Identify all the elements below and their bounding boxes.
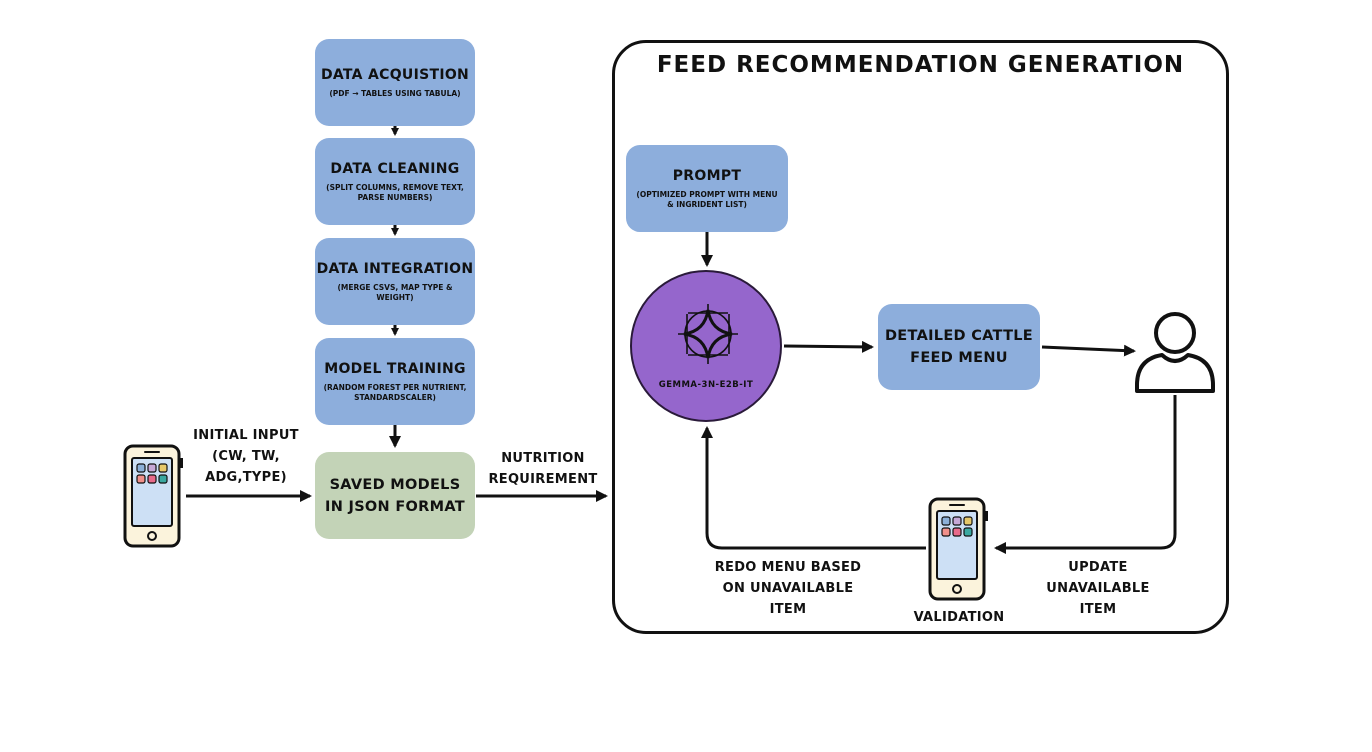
data-cleaning-box: DATA CLEANING (SPLIT COLUMNS, REMOVE TEX… bbox=[315, 138, 475, 225]
initial-input-line3: ADG,TYPE) bbox=[205, 470, 287, 485]
initial-input-line2: (CW, TW, bbox=[212, 449, 280, 464]
arrow-user-to-validation bbox=[994, 395, 1177, 554]
data-integration-box: DATA INTEGRATION (MERGE CSVS, MAP TYPE &… bbox=[315, 238, 475, 325]
saved-models-line1: SAVED MODELS bbox=[329, 476, 461, 493]
model-training-title: MODEL TRAINING bbox=[324, 361, 466, 377]
redo-menu-line3: ITEM bbox=[769, 602, 807, 617]
model-training-box: MODEL TRAINING (RANDOM FOREST PER NUTRIE… bbox=[315, 338, 475, 425]
data-cleaning-title: DATA CLEANING bbox=[330, 161, 460, 177]
gemma-model-circle: GEMMA-3N-E2B-IT bbox=[630, 270, 782, 422]
initial-input-label: INITIAL INPUT (CW, TW, ADG,TYPE) bbox=[190, 425, 302, 488]
data-acquisition-title: DATA ACQUISTION bbox=[320, 67, 470, 83]
saved-models-box: SAVED MODELS IN JSON FORMAT bbox=[315, 452, 475, 539]
redo-menu-line1: REDO MENU BASED bbox=[714, 560, 862, 575]
prompt-detail: (OPTIMIZED PROMPT WITH MENU & INGRIDENT … bbox=[636, 190, 778, 209]
data-acquisition-detail: (PDF → TABLES USING TABULA) bbox=[329, 89, 461, 98]
model-training-detail: (RANDOM FOREST PER NUTRIENT, STANDARDSCA… bbox=[323, 383, 467, 402]
arrow-menu-to-user bbox=[1041, 344, 1136, 357]
redo-menu-label: REDO MENU BASED ON UNAVAILABLE ITEM bbox=[714, 557, 862, 620]
data-acquisition-box: DATA ACQUISTION (PDF → TABLES USING TABU… bbox=[315, 39, 475, 126]
data-cleaning-detail: (SPLIT COLUMNS, REMOVE TEXT, PARSE NUMBE… bbox=[326, 183, 464, 202]
cattle-feed-menu-box: DETAILED CATTLE FEED MENU bbox=[878, 304, 1040, 390]
prompt-box: PROMPT (OPTIMIZED PROMPT WITH MENU & ING… bbox=[626, 145, 788, 232]
feed-generation-title: FEED RECOMMENDATION GENERATION bbox=[656, 52, 1185, 78]
arrow-model-to-menu bbox=[783, 340, 874, 353]
nutrition-requirement-line2: REQUIREMENT bbox=[488, 472, 598, 487]
validation-label: VALIDATION bbox=[913, 610, 1005, 625]
gemma-model-label: GEMMA-3N-E2B-IT bbox=[658, 380, 754, 390]
update-unavailable-label: UPDATE UNAVAILABLE ITEM bbox=[1036, 557, 1160, 620]
data-integration-title: DATA INTEGRATION bbox=[316, 261, 474, 277]
sparkle-crosshair-icon bbox=[678, 304, 738, 364]
update-unavailable-line2: UNAVAILABLE bbox=[1046, 581, 1150, 596]
feed-generation-frame bbox=[612, 40, 1229, 634]
redo-menu-line2: ON UNAVAILABLE bbox=[722, 581, 854, 596]
update-unavailable-line1: UPDATE bbox=[1068, 560, 1128, 575]
input-smartphone-icon bbox=[123, 444, 183, 548]
nutrition-requirement-line1: NUTRITION bbox=[501, 451, 585, 466]
prompt-title: PROMPT bbox=[672, 168, 742, 184]
cattle-feed-menu-line2: FEED MENU bbox=[910, 350, 1008, 366]
saved-models-line2: IN JSON FORMAT bbox=[325, 498, 465, 515]
nutrition-requirement-label: NUTRITION REQUIREMENT bbox=[483, 448, 603, 490]
arrow-validation-to-model bbox=[701, 426, 926, 550]
user-icon bbox=[1135, 312, 1215, 393]
update-unavailable-line3: ITEM bbox=[1079, 602, 1117, 617]
validation-smartphone-icon bbox=[928, 497, 988, 601]
initial-input-line1: INITIAL INPUT bbox=[193, 428, 299, 443]
cattle-feed-menu-line1: DETAILED CATTLE bbox=[884, 328, 1034, 344]
data-integration-detail: (MERGE CSVS, MAP TYPE & WEIGHT) bbox=[337, 283, 453, 302]
